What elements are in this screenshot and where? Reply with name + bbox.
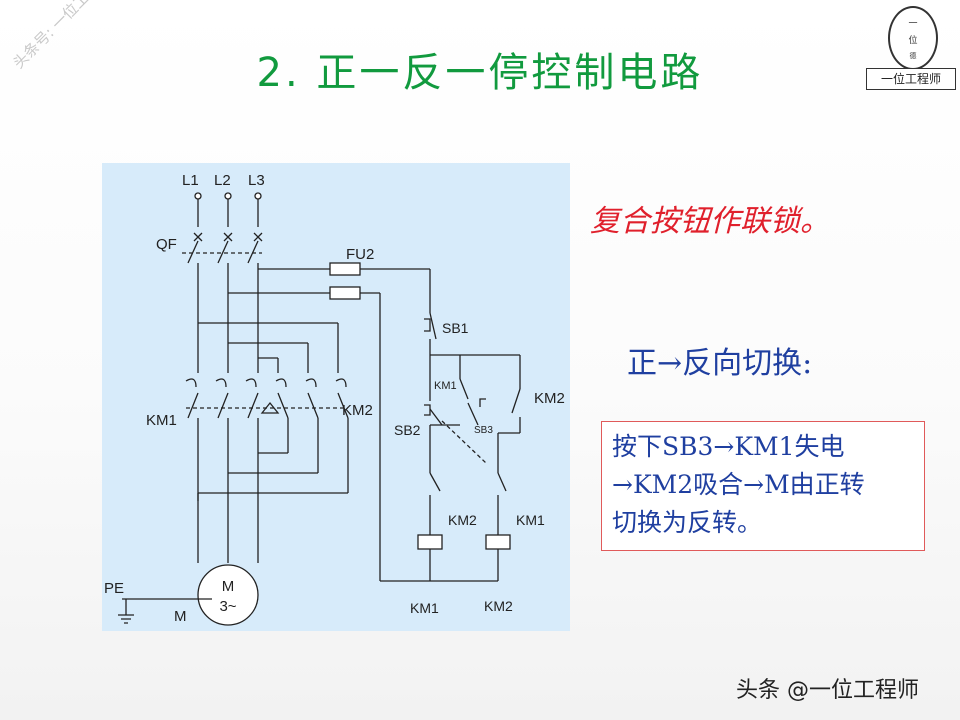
motor-label: M [222,578,235,595]
terminal-l2 [224,192,232,200]
logo-glyph-2: 位 [908,34,917,45]
explanation-line-3: 切换为反转。 [612,508,763,537]
slide-title: 2. 正一反一停控制电路 [256,50,704,96]
terminal-l1 [194,192,202,200]
label-km1-main: KM1 [146,412,177,429]
label-pe: PE [104,580,124,597]
switch-heading: 正→反向切换: [627,346,813,381]
explanation-line-1: 按下SB3→KM1失电 [612,432,845,461]
label-l1: L1 [182,172,199,189]
motor-spec: 3~ [219,598,236,615]
km1-contact-arcs [185,378,257,388]
label-km1-aux: KM1 [434,380,457,392]
motor-caption: M [174,608,187,625]
breaker-marks [193,232,263,242]
label-coil-km2: KM2 [448,512,477,528]
explanation-box: 按下SB3→KM1失电 →KM2吸合→M由正转 切换为反转。 [601,421,925,551]
bottom-watermark: 头条 @一位工程师 [736,678,919,703]
interlock-note: 复合按钮作联锁。 [590,204,830,239]
km2-contact-arcs [275,378,347,388]
logo-glyph-1: 一 [908,18,917,28]
label-fu2: FU2 [346,246,374,263]
fuse-1 [329,262,361,276]
explanation-line-2: →KM2吸合→M由正转 [612,470,865,499]
logo-tag: 一位工程师 [866,68,956,90]
circuit-diagram: L1 L2 L3 QF FU2 [102,163,570,631]
coil-km2 [485,534,511,550]
label-sb3: SB3 [474,425,493,436]
ground-symbol [118,614,134,624]
label-sb1: SB1 [442,320,469,336]
logo: 一 位 德 一位工程师 [866,4,956,90]
label-coil-km1: KM1 [516,512,545,528]
coil-km1 [417,534,443,550]
label-qf: QF [156,236,177,253]
sb2-button [424,404,431,416]
interlock-triangle [260,401,280,414]
label-sb2: SB2 [394,422,421,438]
sb3-button [479,398,486,407]
label-bottom-km2: KM2 [484,598,513,614]
label-l3: L3 [248,172,265,189]
logo-glyph-3: 德 [910,51,917,60]
terminal-l3 [254,192,262,200]
label-bottom-km1: KM1 [410,600,439,616]
label-l2: L2 [214,172,231,189]
label-km2-aux: KM2 [534,390,565,407]
sb1-button [424,318,431,332]
motor-symbol [197,564,259,626]
fuse-2 [329,286,361,300]
label-km2-main: KM2 [342,402,373,419]
logo-seal: 一 位 德 [888,6,938,70]
